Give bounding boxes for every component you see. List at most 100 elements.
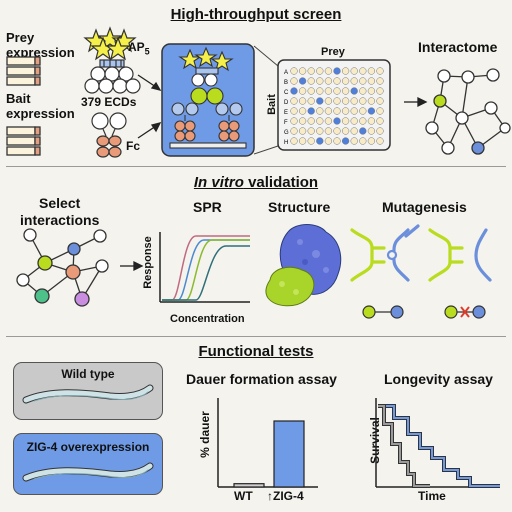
zoom-lines	[253, 45, 279, 155]
overexpression-panel: ZIG-4 overexpression	[13, 433, 163, 495]
plate-well	[324, 137, 333, 145]
plate-well	[359, 137, 367, 145]
fc-dimer	[91, 112, 127, 158]
plate-well	[341, 127, 350, 135]
plate-well	[298, 87, 307, 95]
plate-prey-label: Prey	[321, 46, 345, 58]
plate-well	[307, 117, 315, 125]
dauer-bar-0	[233, 483, 265, 488]
bait-tubes	[6, 126, 41, 156]
plate-well	[359, 67, 367, 75]
concentration-axis-label: Concentration	[170, 313, 245, 325]
plate-well	[341, 67, 350, 75]
plate-well	[316, 137, 324, 145]
plate-well	[367, 127, 376, 135]
screen-section-title: High-throughput screen	[170, 6, 342, 23]
validation-title-italic: In vitro	[193, 174, 244, 191]
binding-pair-mutant	[444, 305, 486, 319]
plate-well	[298, 67, 307, 75]
longevity-chart	[375, 398, 500, 488]
plate-well	[333, 77, 341, 85]
plate-well	[367, 107, 376, 115]
ap5-label: AP5	[128, 41, 150, 58]
plate-well	[290, 77, 298, 85]
plate-well	[324, 117, 333, 125]
plate-well	[333, 137, 341, 145]
plate-well	[290, 97, 298, 105]
plate-well	[298, 117, 307, 125]
plate-well	[290, 117, 298, 125]
plate-well	[350, 107, 358, 115]
spr-label: SPR	[193, 199, 222, 215]
plate-well	[333, 87, 341, 95]
dauer-bar-chart	[217, 398, 318, 488]
plate-well	[376, 67, 384, 75]
plate-well	[359, 107, 367, 115]
plate-well	[350, 127, 358, 135]
plate-well	[359, 87, 367, 95]
plate-well	[350, 77, 358, 85]
structure-label: Structure	[268, 199, 331, 215]
section-divider-2	[6, 336, 506, 337]
arrows-to-panel	[137, 74, 162, 139]
plate-well	[307, 67, 315, 75]
plate-well	[376, 107, 384, 115]
plate-well	[376, 127, 384, 135]
wild-type-label: Wild type	[61, 367, 115, 381]
ecds-label: 379 ECDs	[81, 95, 137, 109]
plate-well	[298, 127, 307, 135]
plate-well	[298, 97, 307, 105]
bar-label-zig4: ↑ZIG-4	[267, 489, 304, 503]
plate-well	[290, 107, 298, 115]
plate-well	[333, 97, 341, 105]
mutagenesis-pair-mutant	[428, 228, 492, 282]
plate-well	[367, 117, 376, 125]
time-axis-label: Time	[418, 489, 446, 503]
plate-row-label: D	[284, 100, 289, 106]
ap5-subscript: 5	[144, 46, 150, 57]
plate-well	[341, 77, 350, 85]
plate-well	[290, 67, 298, 75]
longevity-assay-title: Longevity assay	[384, 371, 493, 387]
plate-well	[316, 97, 324, 105]
plate-well	[359, 117, 367, 125]
plate-well	[307, 97, 315, 105]
plate-row-label: G	[284, 130, 289, 136]
plate-well	[376, 87, 384, 95]
select-interactions-label: Select interactions	[20, 195, 100, 228]
plate-well	[316, 107, 324, 115]
selection-network	[16, 228, 109, 307]
bar-label-wt: WT	[234, 489, 253, 503]
plate-well	[376, 97, 384, 105]
plate-well	[341, 97, 350, 105]
plate-well	[290, 127, 298, 135]
mutagenesis-label: Mutagenesis	[382, 199, 467, 215]
plate-well	[376, 117, 384, 125]
arrow-to-spr	[120, 260, 144, 272]
dauer-bars	[233, 420, 305, 488]
plate-well	[307, 137, 315, 145]
arrow-to-interactome	[404, 96, 428, 108]
plate-well	[290, 137, 298, 145]
mutagenesis-pair-wt	[350, 224, 420, 282]
plate-well	[341, 137, 350, 145]
ap5-text: AP	[128, 40, 145, 54]
plate-well	[367, 137, 376, 145]
protein-structure-ligand	[265, 266, 315, 307]
overexpression-label: ZIG-4 overexpression	[26, 440, 150, 454]
plate-row-label: F	[284, 120, 288, 126]
prey-tubes	[6, 56, 41, 86]
plate-well	[333, 127, 341, 135]
plate-well	[367, 97, 376, 105]
survival-curve-wt-inner	[378, 405, 430, 487]
wild-type-worm	[22, 384, 154, 404]
plate-well	[341, 87, 350, 95]
plate-well	[350, 117, 358, 125]
plate-well	[333, 107, 341, 115]
plate-well	[324, 107, 333, 115]
validation-title-rest: validation	[243, 174, 319, 191]
